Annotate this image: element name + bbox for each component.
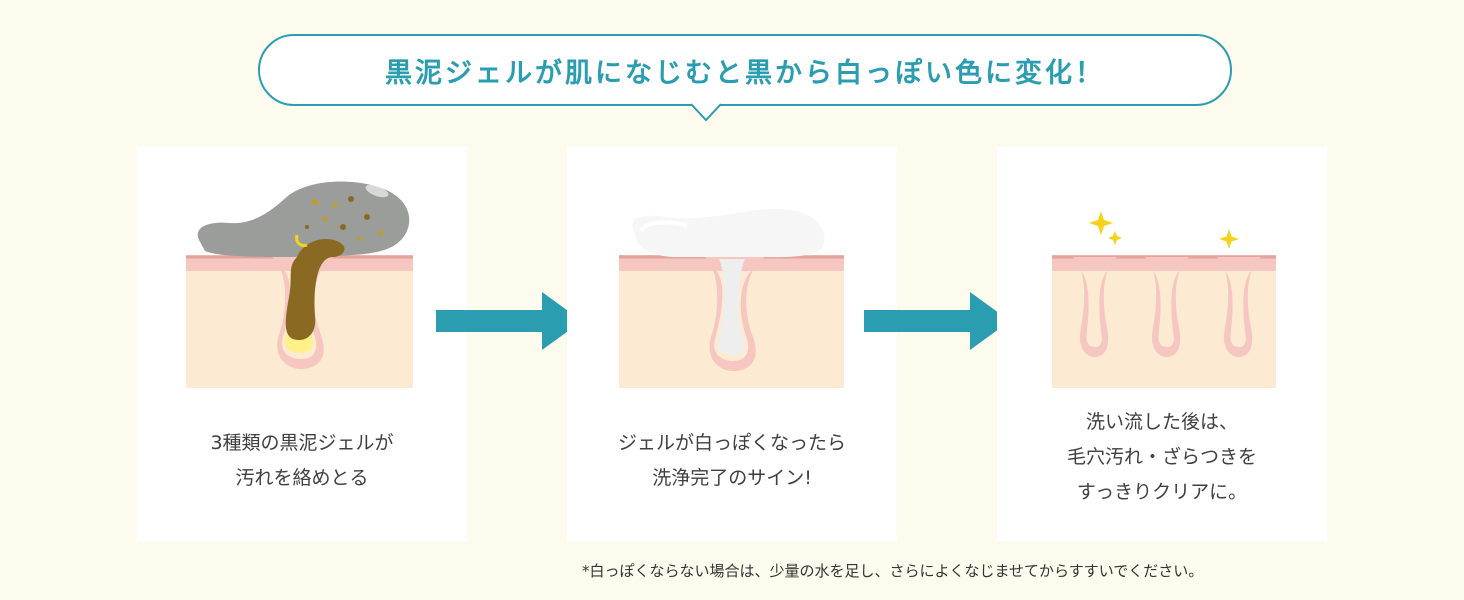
bubble-tail bbox=[691, 103, 721, 122]
sparkle-icon bbox=[1089, 211, 1113, 235]
illustration-clean-pores bbox=[1052, 211, 1276, 388]
step-description: ジェルが白っぽくなったら 洗浄完了のサイン! bbox=[567, 426, 897, 496]
step-2-line-1: ジェルが白っぽくなったら bbox=[617, 432, 846, 454]
arrow-right-icon bbox=[864, 292, 1010, 350]
step-card-3: 洗い流した後は、 毛穴汚れ・ざらつきを すっきりクリアに。 bbox=[997, 147, 1327, 541]
step-3-line-3: すっきりクリアに。 bbox=[1076, 481, 1248, 503]
arrow-right-icon bbox=[436, 292, 582, 350]
step-2-line-2: 洗浄完了のサイン! bbox=[652, 467, 812, 489]
headline-text: 黒泥ジェルが肌になじむと黒から白っぽい色に変化！ bbox=[385, 57, 1105, 89]
step-3-line-2: 毛穴汚れ・ざらつきを bbox=[1066, 446, 1257, 468]
illustration-gel-turns-white bbox=[619, 208, 844, 388]
step-card-2: ジェルが白っぽくなったら 洗浄完了のサイン! bbox=[567, 147, 897, 541]
step-3-line-1: 洗い流した後は、 bbox=[1085, 411, 1238, 433]
step-1-line-2: 汚れを絡めとる bbox=[235, 467, 369, 489]
illustration-gel-absorbing-dirt bbox=[186, 181, 413, 388]
sparkle-icon bbox=[1108, 231, 1122, 245]
sparkle-icon bbox=[1219, 229, 1239, 249]
step-description: 洗い流した後は、 毛穴汚れ・ざらつきを すっきりクリアに。 bbox=[997, 405, 1327, 510]
step-description: 3種類の黒泥ジェルが 汚れを絡めとる bbox=[137, 426, 467, 496]
step-1-line-1: 3種類の黒泥ジェルが bbox=[210, 432, 394, 454]
footnote: *白っぽくならない場合は、少量の水を足し、さらによくなじませてからすすいでくださ… bbox=[582, 562, 1204, 580]
step-card-1: 3種類の黒泥ジェルが 汚れを絡めとる bbox=[137, 147, 467, 541]
headline-bubble: 黒泥ジェルが肌になじむと黒から白っぽい色に変化！ bbox=[258, 34, 1232, 106]
